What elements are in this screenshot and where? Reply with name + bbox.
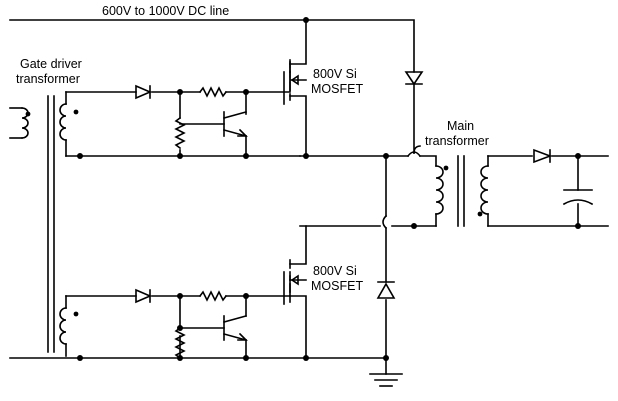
output-capacitor xyxy=(562,189,594,206)
diode-bottom-rail xyxy=(376,281,396,299)
top-gate-drive-wiring xyxy=(65,71,301,157)
mosfet-top-label-1: 800V Si xyxy=(313,67,357,81)
diode-bottom-gate xyxy=(135,288,153,304)
resistor-bottom-shunt xyxy=(174,326,186,360)
gate-driver-label-1: Gate driver xyxy=(20,57,82,71)
midpoint-crossover xyxy=(382,214,388,230)
gate-driver-primary-winding xyxy=(9,107,31,139)
resistor-top-shunt xyxy=(174,116,186,150)
gate-driver-secondary-bottom xyxy=(59,295,79,357)
main-transformer-label-2: transformer xyxy=(425,134,489,148)
mosfet-bottom xyxy=(283,225,307,359)
main-transformer-primary xyxy=(435,165,449,227)
ground-symbol xyxy=(369,357,403,387)
gate-driver-core xyxy=(47,95,55,353)
transistor-top xyxy=(223,111,248,137)
mosfet-bottom-label-2: MOSFET xyxy=(311,279,363,293)
output-wiring xyxy=(487,155,609,227)
main-transformer-core xyxy=(457,155,465,227)
mosfet-top-label-2: MOSFET xyxy=(311,82,363,96)
gate-driver-label-2: transformer xyxy=(16,72,80,86)
transistor-bottom xyxy=(223,315,248,341)
mosfet-bottom-label-1: 800V Si xyxy=(313,264,357,278)
gate-driver-secondary-top xyxy=(59,91,79,157)
resistor-top-series xyxy=(198,86,228,98)
diode-dc-line xyxy=(404,71,424,86)
junction-dots xyxy=(77,17,581,361)
diode-output xyxy=(533,148,553,164)
main-transformer-secondary xyxy=(477,155,489,227)
midpoint-rail xyxy=(299,151,437,167)
main-transformer-label-1: Main xyxy=(447,119,474,133)
dc-line-label: 600V to 1000V DC line xyxy=(102,4,229,18)
mosfet-top xyxy=(283,19,307,157)
diode-top-gate xyxy=(135,84,153,100)
resistor-bottom-series xyxy=(198,290,228,302)
